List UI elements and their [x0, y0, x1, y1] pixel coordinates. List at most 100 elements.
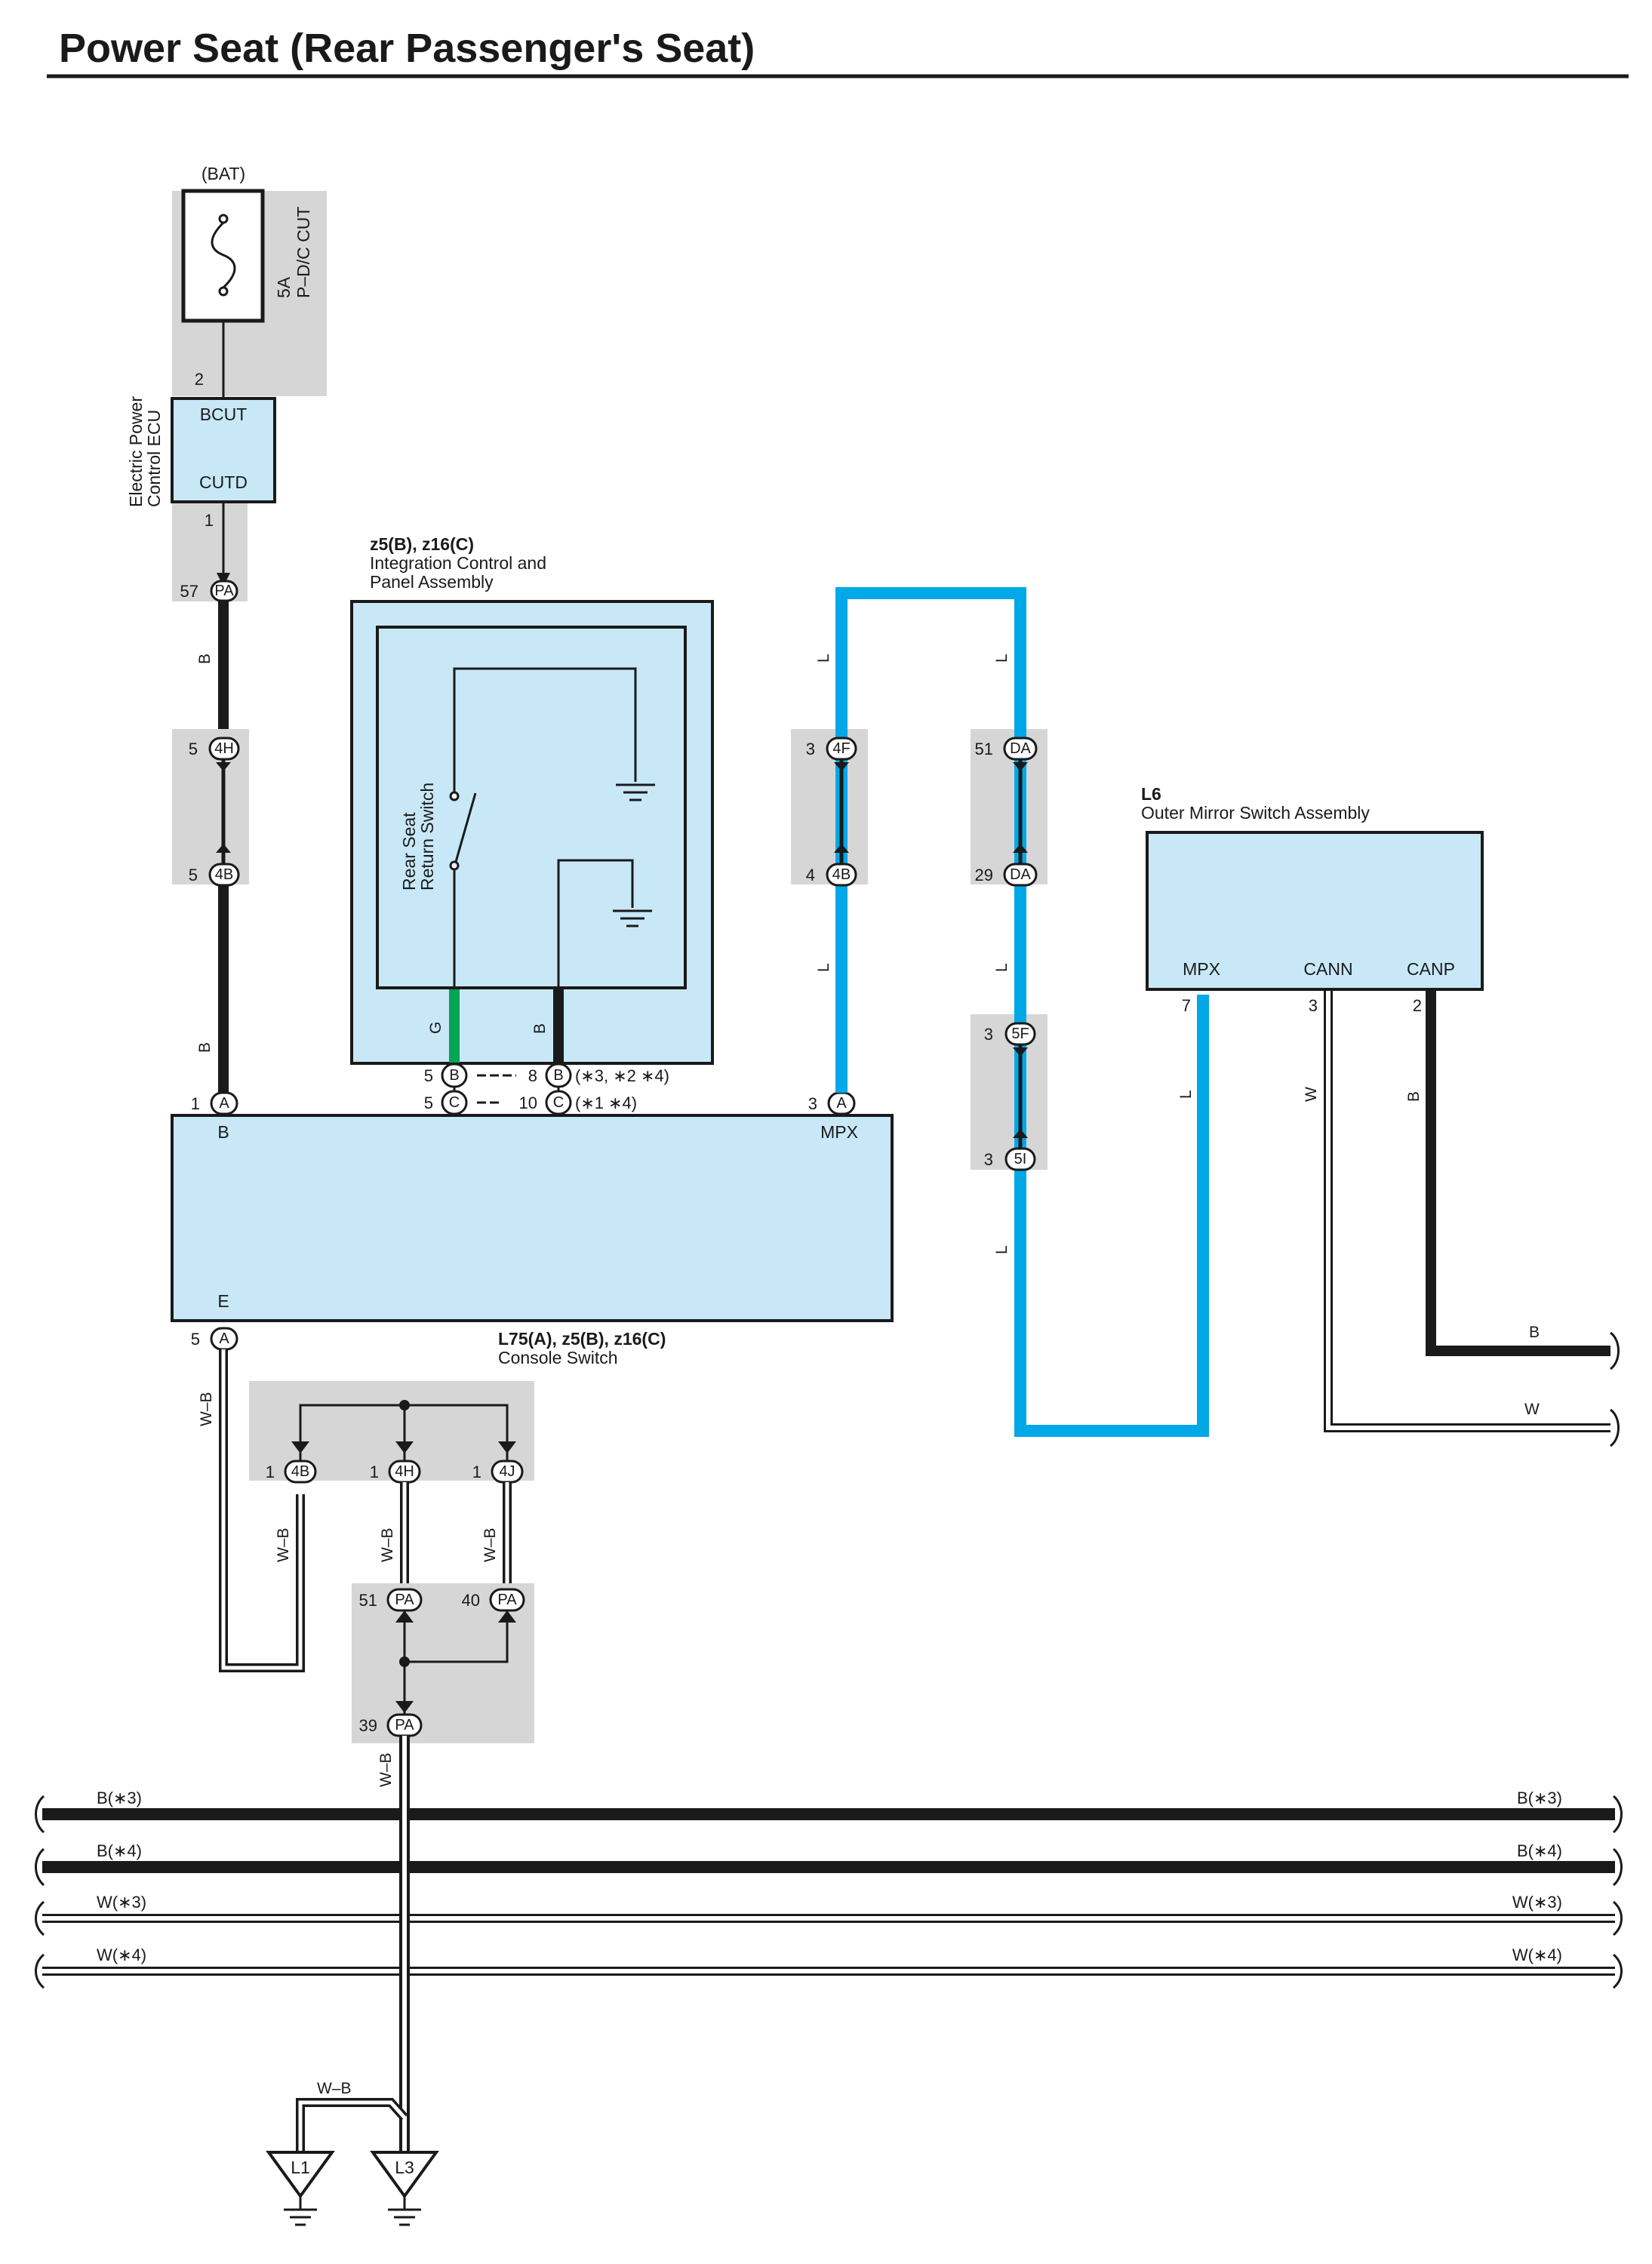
connector-da29 [1003, 863, 1038, 887]
wire-wb-l1-outer [296, 2098, 408, 2152]
wire-label-g: G [427, 1022, 445, 1034]
wire-l-mpx [835, 587, 1209, 1437]
fuse-terminal-bottom [218, 286, 229, 297]
connector-4b-joint-label: 4B [291, 1463, 309, 1480]
connector-4f-label: 4F [832, 740, 850, 757]
console-pin-e: E [217, 1291, 229, 1311]
ecu-name-line1: Electric Power [126, 396, 146, 507]
connector-pa39-label: PA [395, 1717, 414, 1733]
console-name: Console Switch [498, 1348, 618, 1367]
connector-4h-joint-pin: 1 [370, 1463, 379, 1481]
connector-4f [826, 737, 857, 761]
wire-label-b-end: B [1529, 1324, 1540, 1341]
connector-4b-mid-pin: 4 [806, 866, 815, 884]
connector-pa39-pin: 39 [359, 1716, 377, 1735]
ecu-pin-bcut: BCUT [200, 405, 248, 424]
connector-c10-note: (∗1 ∗4) [575, 1094, 637, 1112]
bus-right-break-marks [1612, 1795, 1623, 1989]
pa-side-link [405, 1610, 509, 1663]
connector-4j-joint-pin: 1 [472, 1463, 481, 1481]
wire-label-w-cann: W [1303, 1087, 1320, 1102]
connector-5f-label: 5F [1011, 1026, 1029, 1042]
connector-pa57-label: PA [214, 583, 234, 599]
bus-label-w4-right: W(∗4) [1512, 1946, 1562, 1964]
wire-label-b-canp: B [1405, 1091, 1423, 1102]
mirror-pin-canp: CANP [1407, 959, 1455, 979]
mirror-switch-box [1146, 831, 1484, 991]
pa-splice-dot [399, 1656, 410, 1667]
connector-4b-top-label: 4B [215, 866, 233, 883]
connector-c10-pin: 10 [519, 1094, 537, 1112]
wire-label-wb-4b: W–B [275, 1527, 292, 1562]
integration-inner-box [376, 626, 687, 989]
connector-5i [1004, 1147, 1036, 1171]
connector-5i-label: 5I [1014, 1151, 1027, 1167]
wire-w-cann-inner [1326, 991, 1610, 1430]
connector-4f-pin: 3 [806, 740, 815, 758]
connector-4b-top [208, 863, 240, 887]
connector-pa51 [386, 1588, 423, 1612]
bus-label-w3-right: W(∗3) [1512, 1893, 1562, 1912]
connector-b5-pin: 5 [424, 1066, 433, 1085]
bus-left-break-marks [35, 1795, 45, 1989]
connector-b8-note: (∗3, ∗2 ∗4) [575, 1066, 669, 1085]
wire-label-w-end: W [1524, 1401, 1540, 1418]
connector-4h-joint-label: 4H [395, 1463, 414, 1480]
connector-da51 [1003, 737, 1038, 761]
connector-4h-top-pin: 5 [189, 740, 198, 758]
connector-da29-label: DA [1010, 866, 1031, 883]
wire-label-l-4: L [993, 963, 1011, 972]
integration-code: z5(B), z16(C) [370, 534, 474, 554]
connector-b8 [545, 1063, 572, 1088]
joint-arrows [291, 1441, 516, 1453]
mirror-pin-cann: CANN [1303, 959, 1352, 979]
connector-4b-mid [826, 863, 857, 887]
ecu-name-line2: Control ECU [144, 410, 164, 507]
switch-contact-upper [449, 791, 460, 801]
ground-l3-triangle [370, 2151, 439, 2199]
mirror-pin-3-number: 3 [1309, 996, 1318, 1015]
connector-a3-pin: 3 [808, 1094, 817, 1113]
connector-a1 [210, 1091, 238, 1115]
connector-da29-pin: 29 [975, 866, 993, 884]
wire-wb-console-inner [221, 1349, 303, 1670]
connector-a3-label: A [836, 1095, 847, 1112]
connector-a1-label: A [219, 1095, 229, 1112]
connector-c5-pin: 5 [424, 1094, 433, 1112]
switch-blade [454, 792, 477, 863]
ground-icon [616, 783, 655, 801]
connector-a5-pin: 5 [191, 1330, 200, 1349]
connector-c10-label: C [553, 1094, 564, 1111]
connector-4b-top-pin: 5 [189, 866, 198, 884]
connector-4b-mid-label: 4B [832, 866, 851, 883]
connector-a1-pin: 1 [191, 1094, 200, 1113]
ground-l1-triangle [266, 2151, 335, 2199]
connector-a5-label: A [219, 1330, 229, 1347]
connector-5f-pin: 3 [984, 1025, 993, 1044]
switch-contact-lower [449, 860, 460, 871]
fuse-element [211, 221, 236, 289]
wire-label-wb-l1: W–B [317, 2080, 352, 2097]
joint-splice-dot [399, 1400, 410, 1410]
wire-b-break-mark [1609, 1331, 1620, 1370]
ecu-pin-1-number: 1 [205, 511, 214, 530]
return-ground-lead [557, 859, 634, 991]
switch-name-line2: Return Switch [417, 783, 437, 891]
connector-b5-label: B [449, 1067, 459, 1084]
bus-label-w3-left: W(∗3) [97, 1893, 146, 1912]
connector-5i-pin: 3 [984, 1150, 993, 1169]
connector-pa40-pin: 40 [462, 1591, 480, 1610]
wire-label-wb-ground: W–B [377, 1752, 395, 1787]
mirror-code: L6 [1141, 784, 1161, 804]
fuse-name: P–D/C CUT [294, 207, 313, 298]
wire-label-b-lower: B [196, 1042, 214, 1053]
battery-label: (BAT) [202, 164, 245, 183]
connector-da51-pin: 51 [975, 740, 993, 758]
console-pin-b: B [217, 1122, 229, 1142]
fuse-amp: 5A [274, 276, 294, 298]
connector-5f [1004, 1022, 1036, 1046]
wire-label-l-3: L [815, 963, 832, 972]
wire-label-l-2: L [993, 654, 1011, 663]
wire-w-break-mark [1609, 1408, 1620, 1447]
